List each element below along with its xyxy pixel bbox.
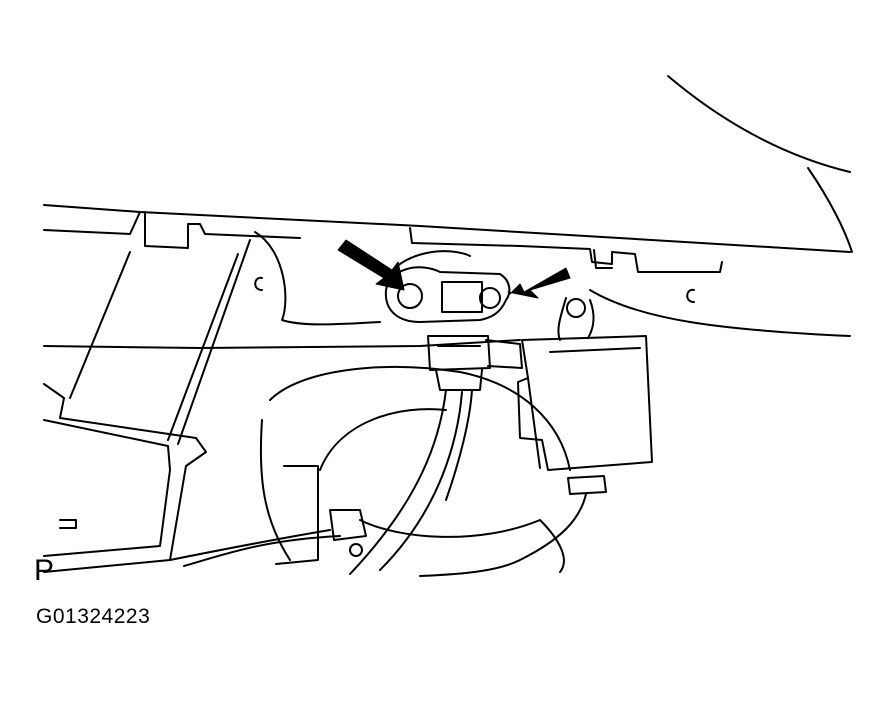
left-bracket-slot: [59, 519, 77, 529]
connector-housing: [427, 335, 491, 371]
harness-wire-a: [349, 389, 447, 575]
lower-wiring-2: [169, 529, 331, 561]
arrow-left-indicator: [337, 239, 405, 291]
left-bracket: [43, 383, 207, 573]
harness-wire-c: [445, 389, 473, 501]
sensor-bolt-right: [479, 287, 501, 309]
module-box: [517, 335, 653, 471]
panel-notch-left: [144, 211, 301, 249]
hole-label-c-left: [254, 276, 263, 291]
panel-top-edge: [43, 204, 851, 253]
arrow-right-indicator: [507, 267, 571, 299]
lower-bowl-rim: [259, 419, 291, 561]
panel-tab-right: [593, 249, 613, 269]
lower-bolt: [349, 543, 363, 557]
module-connector: [567, 475, 607, 495]
connector-rear: [435, 369, 483, 391]
body-panel-edge: [807, 167, 853, 253]
module-screw: [566, 298, 586, 318]
strap-right: [177, 239, 251, 445]
lower-bracket: [275, 465, 319, 565]
strap-inner: [167, 253, 239, 441]
harness-clip: [485, 339, 523, 369]
harness-wire-b: [379, 391, 463, 571]
left-recess: [254, 231, 381, 326]
module-wire: [419, 493, 587, 577]
lower-clip: [329, 509, 367, 541]
panel-lower-edge: [43, 339, 521, 349]
body-panel-curve: [667, 75, 851, 173]
lower-bowl-inner: [319, 408, 447, 471]
sensor-bolt-left: [397, 283, 423, 309]
hole-label-c-right: [686, 288, 695, 303]
left-bracket-inner: [43, 419, 171, 557]
right-recess: [589, 289, 851, 337]
view-label: P: [34, 554, 55, 587]
sensor-center-block: [441, 281, 483, 313]
module-face: [549, 347, 641, 353]
sensor-body-outline: [384, 266, 511, 323]
figure-code: G01324223: [36, 605, 151, 628]
strap-left: [69, 251, 131, 399]
panel-notch-center: [409, 227, 723, 273]
module-side: [527, 377, 541, 469]
panel-inner-edge: [43, 211, 141, 235]
module-bracket: [557, 297, 595, 341]
bowl-bottom: [359, 519, 565, 573]
lower-bowl-outer: [269, 366, 571, 471]
lower-wiring: [183, 535, 341, 567]
